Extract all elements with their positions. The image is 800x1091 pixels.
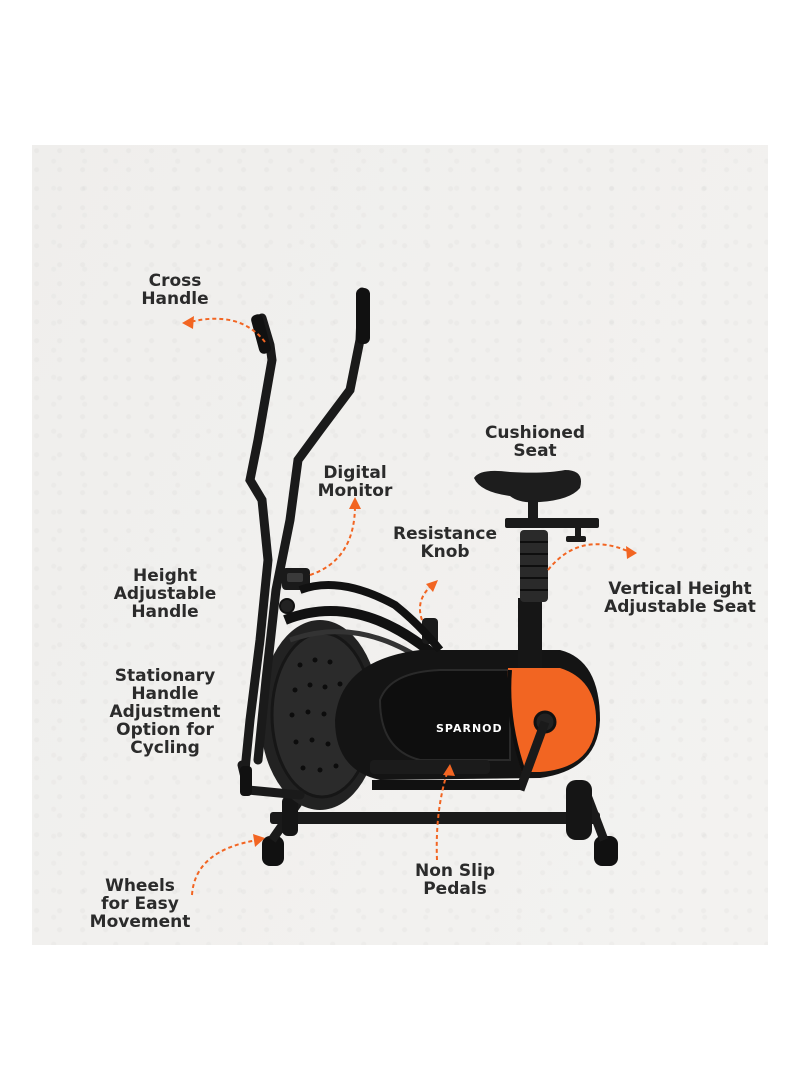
brand-logo: SPARNOD: [436, 722, 503, 735]
seat-post: [518, 598, 542, 668]
bellows-ribs: [520, 541, 548, 591]
front-stabilizer: [262, 836, 284, 866]
callout-arrows: [189, 317, 631, 896]
seat-cushion: [474, 470, 581, 503]
vertical-seat-arrow: [547, 543, 631, 571]
label-vertical-height-seat: Vertical Height Adjustable Seat: [604, 579, 756, 617]
seat-rail: [505, 518, 599, 528]
wheels-arrow: [191, 839, 259, 896]
label-stationary-handle: Stationary Handle Adjustment Option for …: [109, 666, 221, 758]
base-frame: [270, 812, 600, 824]
digital-monitor-arrow: [309, 504, 356, 576]
background-panel: [32, 145, 768, 945]
cross-handle-right: [253, 287, 367, 765]
label-cross-handle: Cross Handle: [141, 271, 209, 309]
resistance-knob-arrow: [419, 584, 433, 621]
cross-handle-left: [240, 313, 277, 775]
pedal-crank-arm: [515, 720, 550, 792]
handle-adjust-knob: [279, 598, 295, 614]
label-resistance-knob: Resistance Knob: [393, 524, 497, 562]
label-digital-monitor: Digital Monitor: [317, 463, 393, 501]
front-foot-tube: [282, 796, 298, 836]
cross-handle-arrow: [189, 317, 266, 343]
label-non-slip-pedals: Non Slip Pedals: [415, 861, 495, 899]
arrow-heads: [182, 316, 637, 847]
rear-stabilizer: [594, 836, 618, 866]
rear-foot-tube: [566, 780, 592, 840]
label-cushioned-seat: Cushioned Seat: [484, 423, 586, 461]
flywheel-guard: [283, 606, 444, 664]
label-height-adjustable-handle: Height Adjustable Handle: [113, 566, 217, 622]
pedal: [370, 760, 490, 774]
label-wheels: Wheels for Easy Movement: [89, 876, 191, 932]
pedals-arrow: [435, 769, 449, 861]
